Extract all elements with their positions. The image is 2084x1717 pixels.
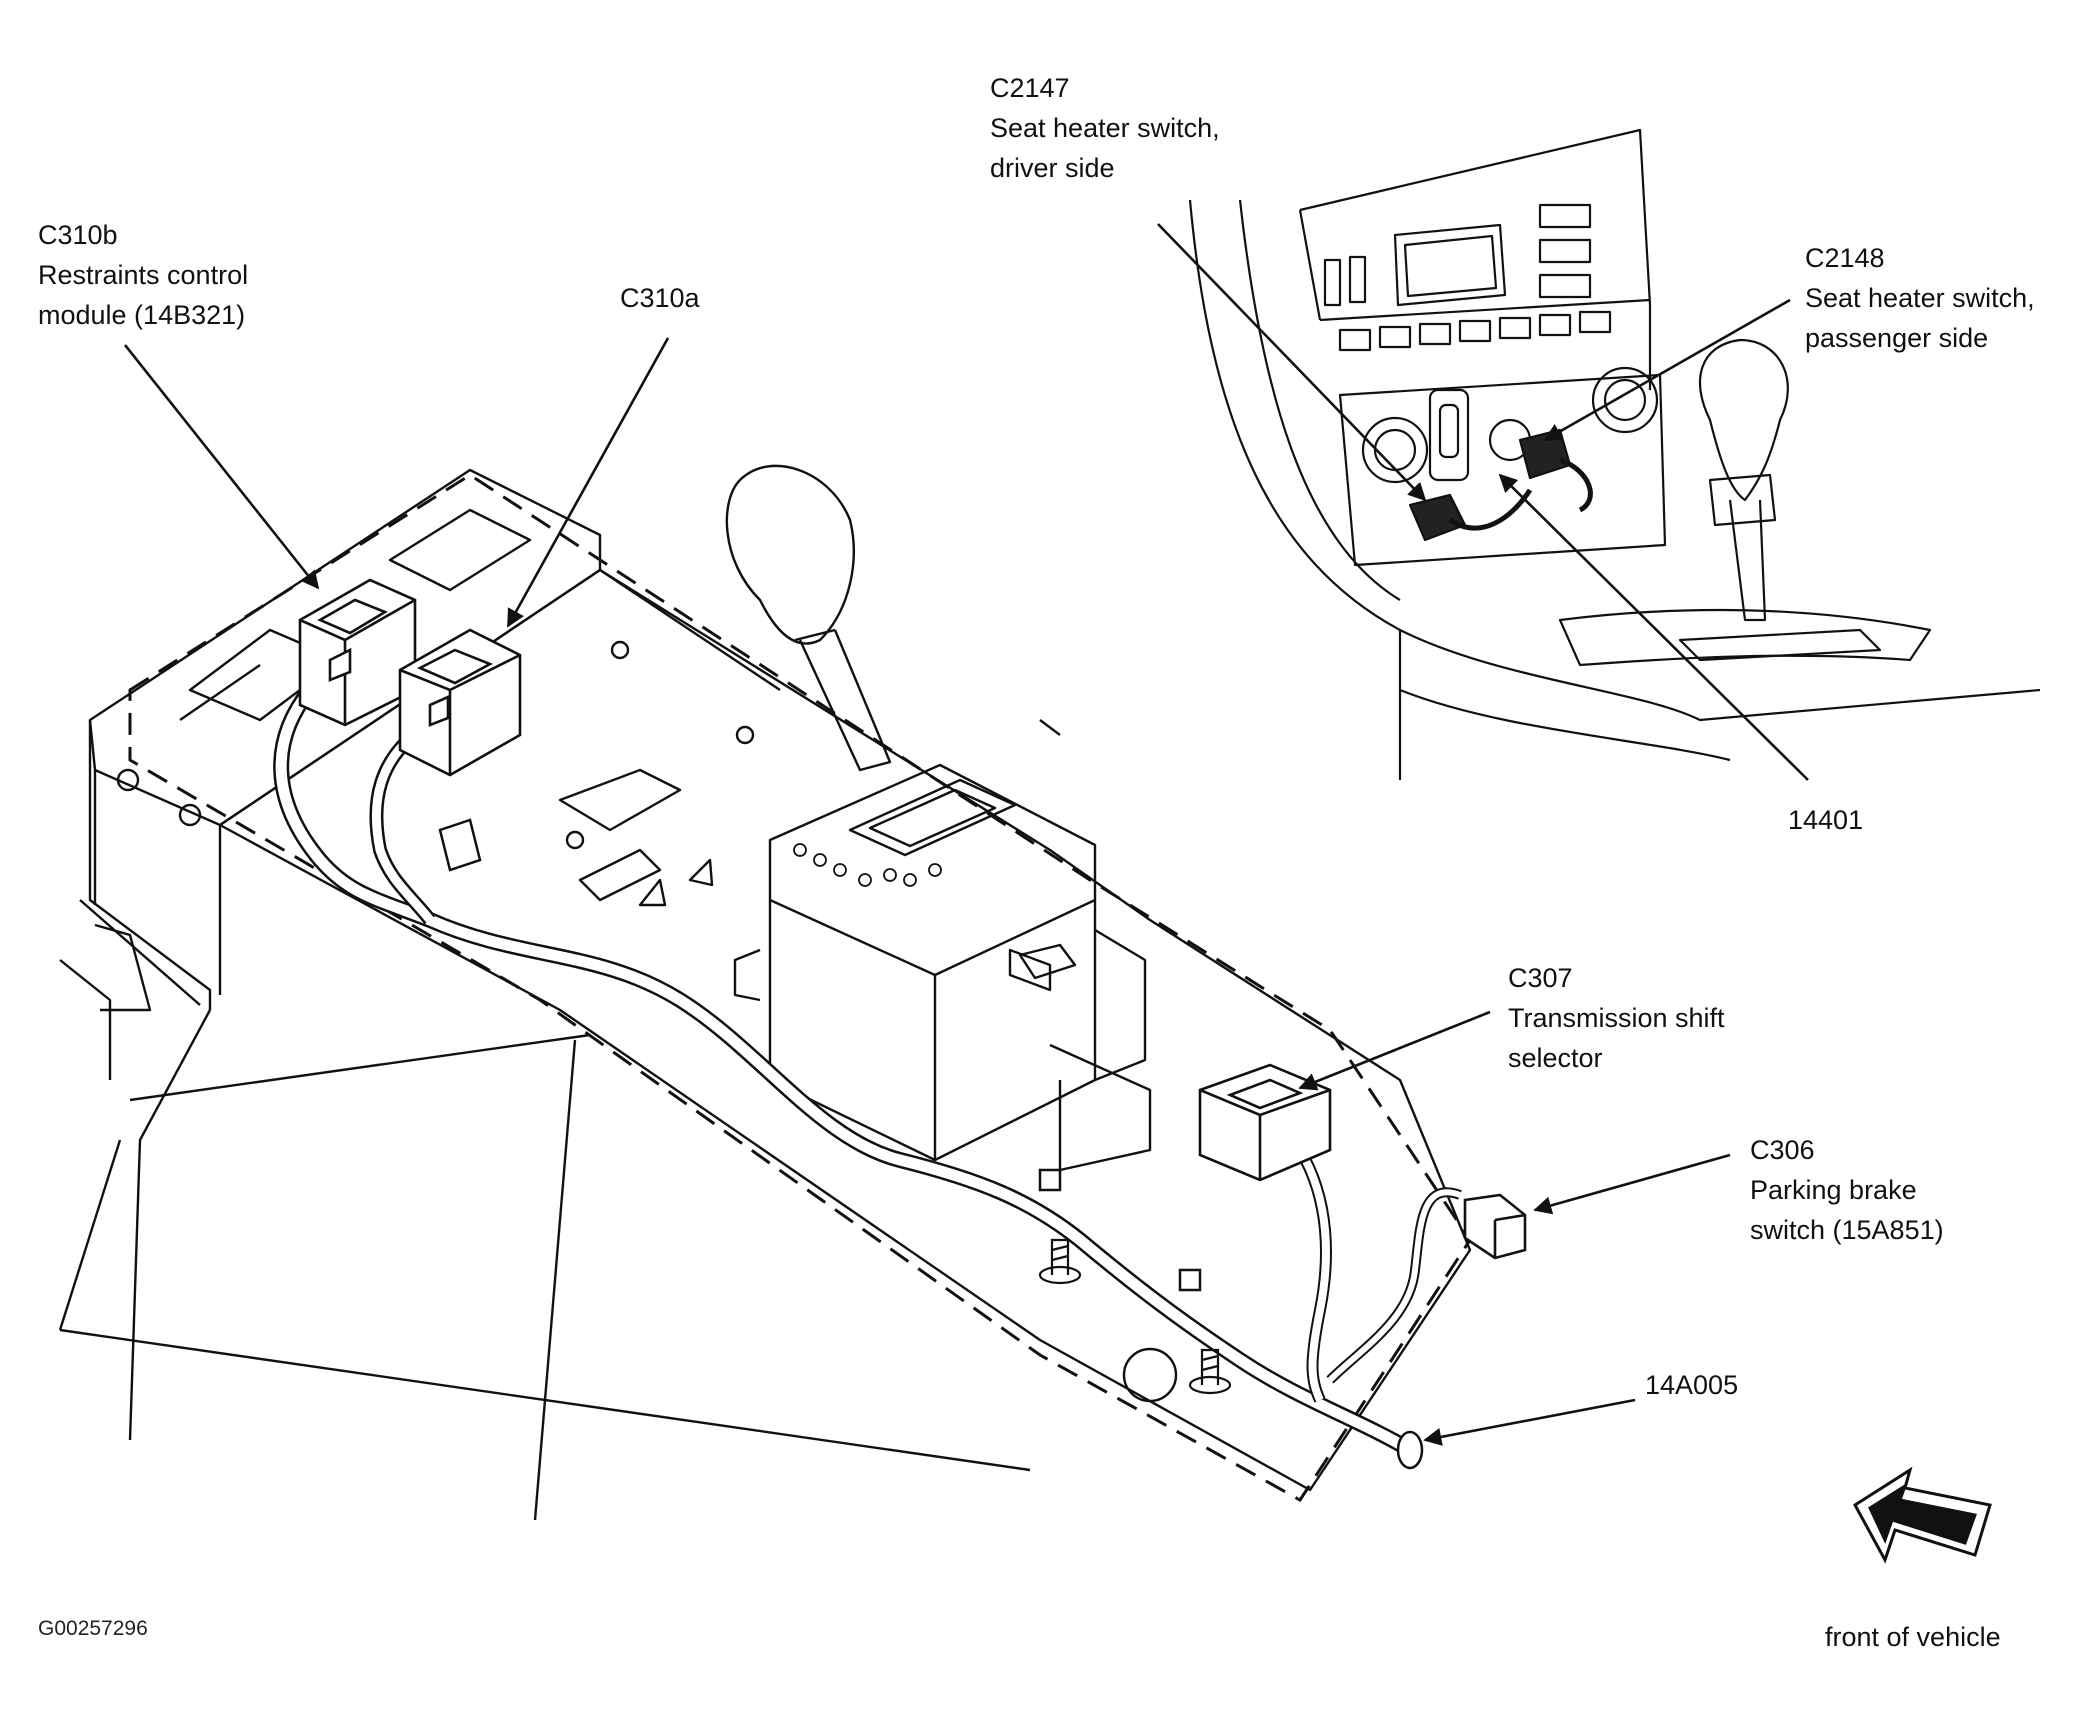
label-c310a: C310a <box>620 278 700 318</box>
leader-lines <box>123 223 1809 1446</box>
wire-harness <box>273 685 1462 1470</box>
label-c310b-code: C310b <box>38 220 118 250</box>
label-c310b-line2: module (14B321) <box>38 300 246 330</box>
label-c310a-code: C310a <box>620 283 700 313</box>
label-c306-line2: switch (15A851) <box>1750 1215 1944 1245</box>
label-c2148-line1: Seat heater switch, <box>1805 283 2035 313</box>
label-c2147-line1: Seat heater switch, <box>990 113 1220 143</box>
label-c2147-code: C2147 <box>990 73 1070 103</box>
connector-c307 <box>1198 1063 1332 1182</box>
connector-c310b <box>298 578 417 727</box>
label-c310b: C310b Restraints control module (14B321) <box>38 215 248 335</box>
label-c306: C306 Parking brake switch (15A851) <box>1750 1130 1944 1250</box>
label-c2148-code: C2148 <box>1805 243 1885 273</box>
label-14401: 14401 <box>1788 800 1863 840</box>
front-of-vehicle-label: front of vehicle <box>1825 1622 2001 1652</box>
connector-c306 <box>1463 1193 1527 1260</box>
label-c307-code: C307 <box>1508 963 1573 993</box>
label-c306-code: C306 <box>1750 1135 1815 1165</box>
label-14a005: 14A005 <box>1645 1365 1738 1405</box>
console-body <box>58 464 1472 1521</box>
front-arrow-icon <box>1853 1466 1992 1564</box>
inset-dashboard <box>1188 128 2041 780</box>
label-c2148: C2148 Seat heater switch, passenger side <box>1805 238 2035 358</box>
label-14401-code: 14401 <box>1788 805 1864 835</box>
label-c310b-line1: Restraints control <box>38 260 249 290</box>
label-c307-line2: selector <box>1508 1043 1603 1073</box>
label-c307-line1: Transmission shift <box>1508 1003 1725 1033</box>
label-14a005-code: 14A005 <box>1645 1370 1739 1400</box>
label-c307: C307 Transmission shift selector <box>1508 958 1725 1078</box>
label-c2148-line2: passenger side <box>1805 323 1989 353</box>
connector-c310a <box>398 628 522 777</box>
figure-code: G00257296 <box>38 1617 148 1640</box>
mounting-screws <box>1038 1238 1232 1395</box>
label-c2147-line2: driver side <box>990 153 1115 183</box>
label-c2147: C2147 Seat heater switch, driver side <box>990 68 1220 188</box>
label-c306-line1: Parking brake <box>1750 1175 1917 1205</box>
